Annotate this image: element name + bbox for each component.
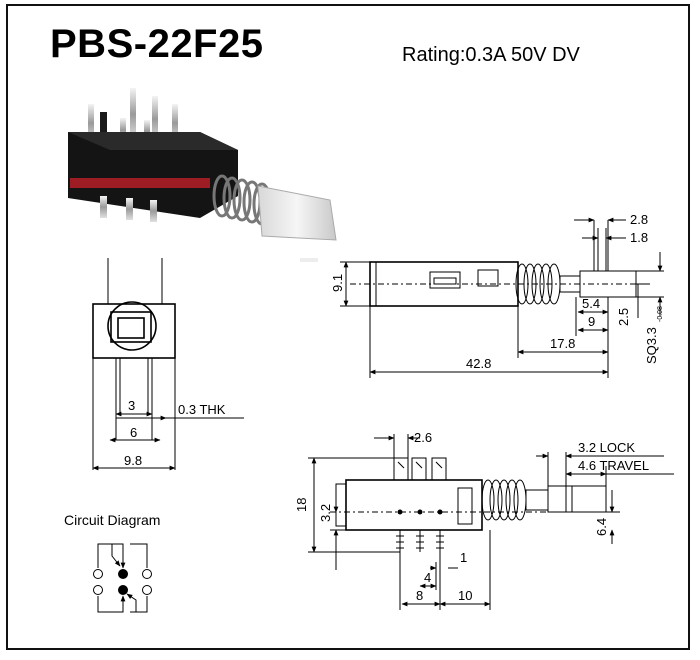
top-dim-9-1: 9.1 [330, 274, 345, 292]
front-view-drawing [92, 258, 244, 471]
side-dim-18: 18 [294, 498, 309, 512]
top-dim-sq: SQ3.3 [644, 327, 659, 364]
side-dim-8: 8 [416, 588, 423, 603]
side-dim-1: 1 [460, 550, 467, 565]
side-view-drawing [308, 434, 674, 610]
top-dim-2-8: 2.8 [630, 212, 648, 227]
top-dim-9: 9 [588, 314, 595, 329]
drawing-frame [6, 4, 690, 650]
side-dim-lock: 3.2 LOCK [578, 440, 635, 455]
top-dim-sq-tolerance: -0.08 [657, 306, 664, 322]
top-dim-2-5: 2.5 [616, 308, 631, 326]
side-dim-4: 4 [424, 570, 431, 585]
top-view-drawing [340, 217, 664, 378]
top-dim-5-4: 5.4 [582, 296, 600, 311]
front-dim-9-8: 9.8 [124, 453, 142, 468]
top-dim-17-8: 17.8 [550, 336, 575, 351]
front-dim-3: 3 [128, 398, 135, 413]
top-dim-1-8: 1.8 [630, 230, 648, 245]
side-dim-3-2: 3.2 [318, 504, 333, 522]
side-dim-travel: 4.6 TRAVEL [578, 458, 649, 473]
product-photo [68, 88, 337, 262]
side-dim-10: 10 [458, 588, 472, 603]
side-dim-2-6: 2.6 [414, 430, 432, 445]
circuit-diagram [93, 543, 152, 613]
side-dim-6-4: 6.4 [594, 518, 609, 536]
front-dim-thk: 0.3 THK [178, 402, 226, 417]
top-dim-42-8: 42.8 [466, 356, 491, 371]
rating-label: Rating:0.3A 50V DV [402, 44, 580, 66]
front-dim-6: 6 [130, 425, 137, 440]
product-title: PBS-22F25 [50, 22, 264, 66]
circuit-diagram-label: Circuit Diagram [64, 512, 161, 528]
